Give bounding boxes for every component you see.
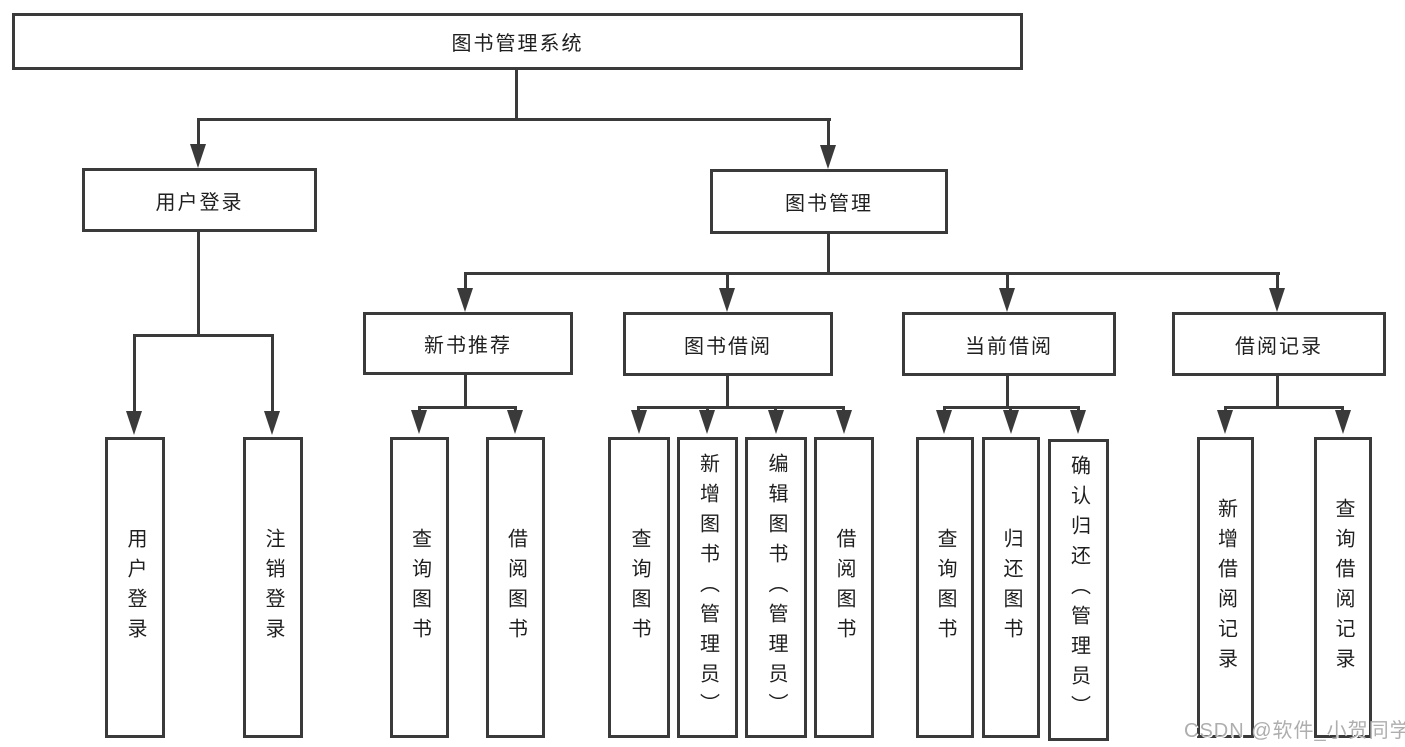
leaf-query-books-2: 查询图书 xyxy=(608,437,670,738)
connector-d1-stem xyxy=(943,406,946,412)
connector-borrow-rail xyxy=(637,406,845,409)
connector-borrow-stem xyxy=(726,272,729,290)
connector-records-rail xyxy=(1224,406,1344,409)
node-user-login: 用户登录 xyxy=(82,168,317,232)
leaf-edit-book-admin: 编辑图书（管理员） xyxy=(745,437,807,738)
connector-records-down xyxy=(1276,376,1279,408)
node-root: 图书管理系统 xyxy=(12,13,1023,70)
arrow-c4 xyxy=(836,410,852,434)
connector-d2-stem xyxy=(1009,406,1012,412)
connector-user-login-down xyxy=(197,232,200,336)
connector-new-rec-down xyxy=(464,375,467,408)
leaf-logout: 注销登录 xyxy=(243,437,303,738)
arrow-e2 xyxy=(1335,410,1351,434)
connector-records-stem xyxy=(1276,272,1279,290)
leaf-query-books-1: 查询图书 xyxy=(390,437,449,738)
leaf-query-books-3: 查询图书 xyxy=(916,437,974,738)
connector-new-rec-stem xyxy=(464,272,467,290)
connector-d3-stem xyxy=(1077,406,1080,412)
connector-level3-rail xyxy=(464,272,1280,275)
connector-b2-stem xyxy=(514,406,517,412)
leaf-query-borrow-record: 查询借阅记录 xyxy=(1314,437,1372,738)
connector-book-mgmt-down xyxy=(827,234,830,274)
csdn-watermark: CSDN @软件_小贺同学 xyxy=(1184,720,1405,742)
arrow-c2 xyxy=(699,410,715,434)
arrow-b2 xyxy=(507,410,523,434)
connector-current-stem xyxy=(1006,272,1009,290)
arrow-new-rec xyxy=(457,288,473,312)
connector-leaf-logout-stem xyxy=(271,334,274,412)
arrow-e1 xyxy=(1217,410,1233,434)
leaf-borrow-books-2: 借阅图书 xyxy=(814,437,874,738)
leaf-return-book: 归还图书 xyxy=(982,437,1040,738)
arrow-c1 xyxy=(631,410,647,434)
arrow-borrow xyxy=(719,288,735,312)
node-borrow-records: 借阅记录 xyxy=(1172,312,1386,376)
connector-b1-stem xyxy=(418,406,421,412)
node-new-book-recommend: 新书推荐 xyxy=(363,312,573,375)
connector-borrow-down xyxy=(726,376,729,408)
connector-level2-rail xyxy=(197,118,831,121)
connector-c1-stem xyxy=(637,406,640,412)
arrow-user-login xyxy=(190,144,206,168)
connector-c2-stem xyxy=(706,406,709,412)
node-book-management: 图书管理 xyxy=(710,169,948,234)
arrow-d3 xyxy=(1070,410,1086,434)
arrow-c3 xyxy=(768,410,784,434)
connector-leaf-login-stem xyxy=(133,334,136,412)
connector-book-mgmt-stem xyxy=(827,118,830,147)
arrow-book-mgmt xyxy=(820,145,836,169)
connector-current-down xyxy=(1006,376,1009,408)
arrow-leaf-login xyxy=(126,411,142,435)
connector-e2-stem xyxy=(1341,406,1344,412)
arrow-d1 xyxy=(936,410,952,434)
arrow-b1 xyxy=(411,410,427,434)
leaf-add-borrow-record: 新增借阅记录 xyxy=(1197,437,1254,738)
node-current-borrow: 当前借阅 xyxy=(902,312,1116,376)
connector-user-login-stem xyxy=(197,118,200,146)
connector-c4-stem xyxy=(842,406,845,412)
connector-user-login-rail xyxy=(133,334,274,337)
arrow-leaf-logout xyxy=(264,411,280,435)
connector-c3-stem xyxy=(774,406,777,412)
leaf-borrow-books-1: 借阅图书 xyxy=(486,437,545,738)
connector-new-rec-rail xyxy=(418,406,517,409)
leaf-add-book-admin: 新增图书（管理员） xyxy=(677,437,738,738)
arrow-d2 xyxy=(1003,410,1019,434)
leaf-user-login: 用户登录 xyxy=(105,437,165,738)
connector-root-stem xyxy=(515,70,518,118)
node-book-borrow: 图书借阅 xyxy=(623,312,833,376)
leaf-confirm-return-admin: 确认归还（管理员） xyxy=(1048,439,1109,741)
connector-e1-stem xyxy=(1224,406,1227,412)
arrow-records xyxy=(1269,288,1285,312)
arrow-current xyxy=(999,288,1015,312)
